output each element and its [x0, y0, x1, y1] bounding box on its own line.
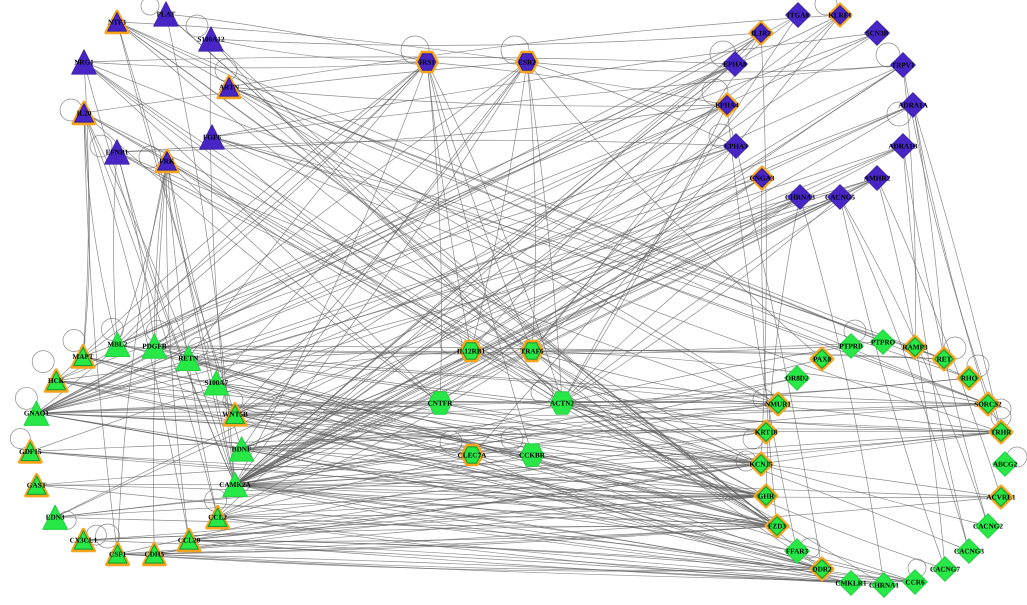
svg-text:GHR: GHR — [758, 492, 775, 500]
svg-text:CACNG7: CACNG7 — [930, 565, 960, 573]
svg-text:CHRNA3: CHRNA3 — [785, 193, 815, 201]
svg-text:RAMP3: RAMP3 — [902, 343, 928, 351]
svg-text:PTPRB: PTPRB — [839, 342, 863, 350]
svg-text:PLAT: PLAT — [157, 10, 176, 18]
svg-text:CX3CL1: CX3CL1 — [70, 536, 98, 544]
svg-text:CACNG5: CACNG5 — [825, 193, 855, 201]
svg-text:GAST: GAST — [27, 482, 47, 490]
svg-text:GNAO1: GNAO1 — [24, 410, 50, 418]
svg-text:NTF3: NTF3 — [108, 18, 126, 26]
svg-text:KRT18: KRT18 — [755, 428, 778, 436]
svg-text:RETN: RETN — [178, 355, 199, 363]
svg-text:ACTN2: ACTN2 — [550, 399, 574, 407]
svg-text:IL1R2: IL1R2 — [751, 29, 771, 37]
svg-text:TRHR: TRHR — [991, 428, 1013, 436]
svg-text:EFNB1: EFNB1 — [106, 148, 129, 156]
svg-text:GDF15: GDF15 — [19, 448, 42, 456]
svg-text:CAMK2A: CAMK2A — [219, 481, 251, 489]
svg-text:CNGA3: CNGA3 — [750, 174, 775, 182]
svg-text:MBL2: MBL2 — [107, 341, 127, 349]
svg-text:BDNF: BDNF — [232, 445, 252, 453]
svg-text:OR8D2: OR8D2 — [785, 374, 809, 382]
svg-text:TRAF6: TRAF6 — [520, 347, 544, 355]
svg-text:IL20: IL20 — [77, 109, 92, 117]
svg-text:WNT5B: WNT5B — [222, 411, 248, 419]
svg-text:CMKLR1: CMKLR1 — [835, 579, 867, 587]
svg-text:FZD3: FZD3 — [768, 522, 786, 530]
svg-text:CSF1: CSF1 — [109, 550, 127, 558]
svg-text:S100A12: S100A12 — [197, 35, 225, 43]
svg-text:IL12RB1: IL12RB1 — [457, 347, 486, 355]
svg-text:CCR6: CCR6 — [905, 578, 925, 586]
svg-text:CHRNA1: CHRNA1 — [869, 581, 899, 589]
svg-text:EPHA3: EPHA3 — [724, 142, 748, 150]
svg-text:ABCG2: ABCG2 — [993, 460, 1018, 468]
svg-text:ADRA1B: ADRA1B — [888, 142, 917, 150]
svg-text:KCNJ5: KCNJ5 — [749, 460, 773, 468]
svg-text:PTPRO: PTPRO — [871, 338, 896, 346]
svg-text:CLEC7A: CLEC7A — [458, 451, 488, 459]
svg-text:CCL20: CCL20 — [178, 536, 201, 544]
svg-text:ITGA8: ITGA8 — [787, 11, 809, 19]
svg-text:CNTFR: CNTFR — [428, 399, 454, 407]
svg-text:CCKBR: CCKBR — [519, 451, 546, 459]
svg-text:ACVRL1: ACVRL1 — [986, 493, 1016, 501]
svg-text:IRS1: IRS1 — [419, 58, 435, 66]
svg-text:RET: RET — [937, 355, 952, 363]
svg-text:NMUR1: NMUR1 — [765, 400, 791, 408]
svg-text:RHO: RHO — [961, 374, 978, 382]
svg-text:ADRA1A: ADRA1A — [898, 101, 928, 109]
svg-text:PDGFB: PDGFB — [142, 343, 167, 351]
svg-text:CDH5: CDH5 — [145, 550, 165, 558]
svg-text:DDR2: DDR2 — [812, 565, 832, 573]
svg-text:CACNG3: CACNG3 — [954, 547, 984, 555]
svg-text:EPHA4: EPHA4 — [715, 101, 739, 109]
svg-text:CACNG2: CACNG2 — [973, 522, 1003, 530]
svg-text:ESR2: ESR2 — [518, 58, 536, 66]
svg-text:SCN3B: SCN3B — [866, 29, 889, 37]
svg-text:ARTN: ARTN — [219, 83, 240, 91]
svg-text:FGF6: FGF6 — [203, 133, 221, 141]
svg-text:SORCS2: SORCS2 — [974, 400, 1002, 408]
svg-text:EPHA8: EPHA8 — [723, 60, 747, 68]
svg-text:S100A7: S100A7 — [205, 379, 229, 387]
svg-text:EDN3: EDN3 — [46, 514, 65, 522]
svg-text:FFAR3: FFAR3 — [786, 547, 809, 555]
svg-text:AMHR2: AMHR2 — [864, 174, 891, 182]
svg-text:FRK: FRK — [159, 157, 175, 165]
svg-text:PAX8: PAX8 — [813, 355, 831, 363]
svg-text:CCL2: CCL2 — [208, 514, 227, 522]
svg-text:NRG1: NRG1 — [74, 58, 94, 66]
svg-text:TRPV1: TRPV1 — [891, 61, 915, 69]
svg-text:MAPT: MAPT — [72, 353, 93, 361]
svg-text:KLRF1: KLRF1 — [828, 11, 852, 19]
svg-text:HCK: HCK — [48, 377, 65, 385]
